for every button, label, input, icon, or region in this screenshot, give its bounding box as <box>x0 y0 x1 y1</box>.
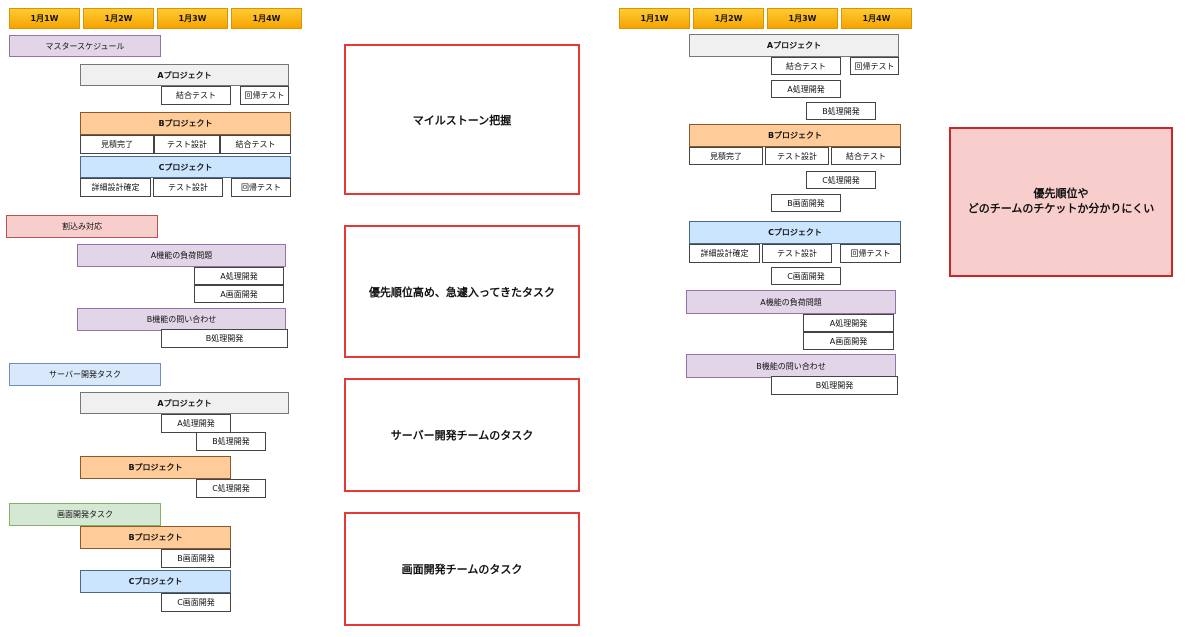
right-b-estimate: 見積完了 <box>689 147 763 165</box>
right-project-a: Aプロジェクト <box>689 34 899 57</box>
master-b-integration-test: 結合テスト <box>220 135 291 154</box>
right-interrupt-a-load-issue: A機能の負荷問題 <box>686 290 896 314</box>
right-c-process-dev: C処理開発 <box>806 171 876 189</box>
right-week-header-1: 1月1W <box>619 8 690 29</box>
right-week-header-3: 1月3W <box>767 8 838 29</box>
master-project-b: Bプロジェクト <box>80 112 291 135</box>
server-project-b: Bプロジェクト <box>80 456 231 479</box>
problem-note: 優先順位や どのチームのチケットか分かりにくい <box>949 127 1173 277</box>
label-milestone: マイルストーン把握 <box>344 44 580 195</box>
master-c-test-design: テスト設計 <box>153 178 223 197</box>
master-project-c: Cプロジェクト <box>80 156 291 178</box>
server-tasks-header: サーバー開発タスク <box>9 363 161 386</box>
server-c-process-dev: C処理開発 <box>196 479 266 498</box>
right-project-b: Bプロジェクト <box>689 124 901 147</box>
right-week-header-2: 1月2W <box>693 8 764 29</box>
master-a-integration-test: 結合テスト <box>161 86 231 105</box>
right-c-test-design: テスト設計 <box>762 244 832 263</box>
server-project-a: Aプロジェクト <box>80 392 289 414</box>
master-project-a: Aプロジェクト <box>80 64 289 86</box>
right-interrupt-b-inquiry: B機能の問い合わせ <box>686 354 896 378</box>
right-b-screen-dev: B画面開発 <box>771 194 841 212</box>
interrupt-header: 割込み対応 <box>6 215 158 238</box>
problem-note-line-1: 優先順位や <box>1033 187 1089 201</box>
screen-b-screen-dev: B画面開発 <box>161 549 231 568</box>
week-header-1: 1月1W <box>9 8 80 29</box>
interrupt-a-load-issue: A機能の負荷問題 <box>77 244 286 267</box>
right-a-process-dev: A処理開発 <box>771 80 841 98</box>
right-a-regression-test: 回帰テスト <box>850 57 899 75</box>
server-b-process-dev: B処理開発 <box>196 432 266 451</box>
week-header-2: 1月2W <box>83 8 154 29</box>
right-interrupt-b-process-dev: B処理開発 <box>771 376 898 395</box>
master-b-test-design: テスト設計 <box>154 135 220 154</box>
master-b-estimate: 見積完了 <box>80 135 154 154</box>
right-b-test-design: テスト設計 <box>765 147 829 165</box>
screen-tasks-header: 画面開発タスク <box>9 503 161 526</box>
right-interrupt-a-process-dev: A処理開発 <box>803 314 894 332</box>
interrupt-b-process-dev: B処理開発 <box>161 329 288 348</box>
master-a-regression-test: 回帰テスト <box>240 86 289 105</box>
label-server-team: サーバー開発チームのタスク <box>344 378 580 492</box>
right-project-c: Cプロジェクト <box>689 221 901 244</box>
week-header-3: 1月3W <box>157 8 228 29</box>
screen-project-c: Cプロジェクト <box>80 570 231 593</box>
right-b-integration-test: 結合テスト <box>831 147 901 165</box>
master-c-detail-design: 詳細設計確定 <box>80 178 151 197</box>
master-c-regression-test: 回帰テスト <box>231 178 291 197</box>
right-c-regression-test: 回帰テスト <box>840 244 901 263</box>
problem-note-line-2: どのチームのチケットか分かりにくい <box>967 202 1155 215</box>
right-interrupt-a-screen-dev: A画面開発 <box>803 332 894 350</box>
week-header-4: 1月4W <box>231 8 302 29</box>
server-a-process-dev: A処理開発 <box>161 414 231 433</box>
label-priority-tasks: 優先順位高め、急遽入ってきたタスク <box>344 225 580 358</box>
right-c-detail-design: 詳細設計確定 <box>689 244 760 263</box>
interrupt-b-inquiry: B機能の問い合わせ <box>77 308 286 331</box>
screen-project-b: Bプロジェクト <box>80 526 231 549</box>
label-screen-team: 画面開発チームのタスク <box>344 512 580 626</box>
right-a-integration-test: 結合テスト <box>771 57 841 75</box>
interrupt-a-process-dev: A処理開発 <box>194 267 284 285</box>
right-week-header-4: 1月4W <box>841 8 912 29</box>
master-schedule-header: マスタースケジュール <box>9 35 161 57</box>
interrupt-a-screen-dev: A画面開発 <box>194 285 284 303</box>
right-b-process-dev: B処理開発 <box>806 102 876 120</box>
right-c-screen-dev: C画面開発 <box>771 267 841 285</box>
screen-c-screen-dev: C画面開発 <box>161 593 231 612</box>
